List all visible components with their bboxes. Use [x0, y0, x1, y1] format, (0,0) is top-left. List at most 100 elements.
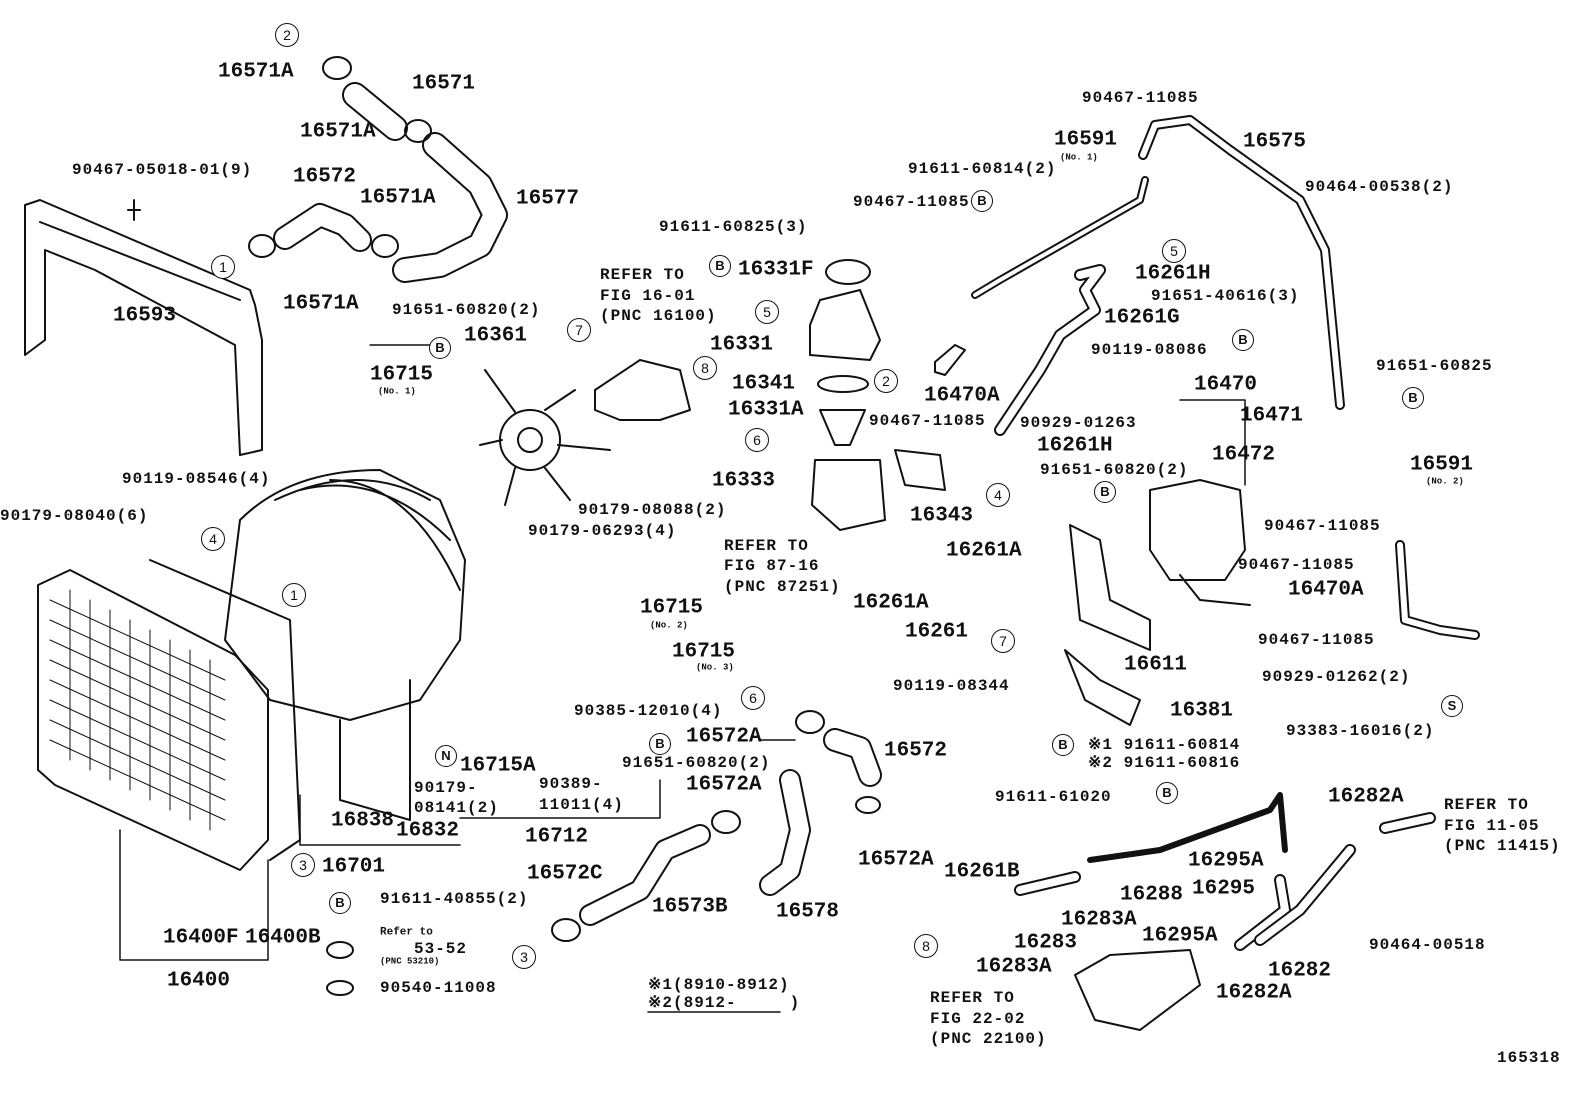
reference-label: REFER TO	[724, 537, 809, 555]
reference-label: 90467-11085	[1258, 631, 1375, 649]
part-number-label: 16381	[1170, 699, 1234, 723]
part-number-label: 16295A	[1142, 924, 1218, 948]
reference-label: 91651-60820(2)	[622, 754, 771, 772]
clamp	[404, 119, 432, 143]
reference-label: 90179-08040(6)	[0, 507, 149, 525]
part-number-label: 16832	[396, 819, 460, 843]
reference-label: 90467-11085	[1238, 556, 1355, 574]
reference-label: 90464-00538(2)	[1305, 178, 1454, 196]
callout-number: 6	[741, 686, 765, 710]
reference-label: 91611-40855(2)	[380, 890, 529, 908]
part-number-label: 16400	[167, 969, 231, 993]
fastener-type-marker: B	[1232, 329, 1254, 351]
part-number-label: 16470A	[1288, 578, 1364, 602]
reference-label: ※1(8910-8912)	[648, 976, 790, 994]
callout-number: 8	[693, 356, 717, 380]
fastener-type-marker: B	[649, 733, 671, 755]
reference-label: (PNC 16100)	[600, 307, 717, 325]
fastener-type-marker: B	[1402, 387, 1424, 409]
part-number-label: 16261	[905, 620, 969, 644]
part-number-label: 16715	[640, 596, 704, 620]
reference-label: (PNC 53210)	[380, 956, 440, 967]
part-number-label: 16283A	[1061, 908, 1137, 932]
part-number-label: 16572A	[858, 848, 934, 872]
heater-valve	[1074, 949, 1201, 1031]
reference-label: (PNC 87251)	[724, 578, 841, 596]
reference-label: 90467-11085	[869, 412, 986, 430]
part-number-label: 16261A	[946, 539, 1022, 563]
gasket-16341	[817, 375, 869, 393]
part-number-label: 16400B	[245, 926, 321, 950]
callout-number: 7	[567, 318, 591, 342]
radiator-core	[49, 589, 226, 831]
part-number-label: 16331F	[738, 258, 814, 282]
reference-label: (No. 3)	[696, 662, 734, 673]
reference-label: FIG 11-05	[1444, 817, 1540, 835]
reference-label: 08141(2)	[414, 799, 499, 817]
clamp	[795, 710, 825, 734]
reference-label: 165318	[1497, 1049, 1561, 1067]
part-number-label: 16261A	[853, 591, 929, 615]
part-number-label: 16288	[1120, 883, 1184, 907]
clamp	[551, 918, 581, 942]
callout-number: 5	[755, 300, 779, 324]
part-number-label: 16578	[776, 900, 840, 924]
reference-label: 53-52	[414, 940, 468, 958]
reference-label: 90929-01262(2)	[1262, 668, 1411, 686]
part-number-label: 16571A	[360, 186, 436, 210]
radiator-support	[24, 199, 263, 456]
fan-16361	[479, 369, 611, 506]
fan-shroud	[224, 469, 466, 721]
reference-label: 90119-08086	[1091, 341, 1208, 359]
clamp	[711, 810, 741, 834]
part-number-label: 16283	[1014, 931, 1078, 955]
reference-label: 91611-60825(3)	[659, 218, 808, 236]
reference-label: ※2 91611-60816	[1088, 754, 1241, 772]
part-number-label: 16331	[710, 333, 774, 357]
callout-number: 5	[1162, 239, 1186, 263]
part-number-label: 16333	[712, 469, 776, 493]
reference-label: ※1 91611-60814	[1088, 736, 1241, 754]
reference-label: 90467-11085	[1082, 89, 1199, 107]
reference-label: 90467-11085	[1264, 517, 1381, 535]
part-number-label: 16261B	[944, 860, 1020, 884]
part-number-label: 16571A	[300, 120, 376, 144]
bracket-16381	[1064, 649, 1141, 726]
reference-label: (PNC 22100)	[930, 1030, 1047, 1048]
reference-label: (No. 2)	[1426, 476, 1464, 487]
leader-lines	[119, 344, 1246, 961]
part-number-label: 16591	[1054, 128, 1118, 152]
part-number-label: 16471	[1240, 404, 1304, 428]
gasket-90540	[326, 980, 354, 996]
part-number-label: 16571	[412, 72, 476, 96]
reference-label: FIG 87-16	[724, 557, 820, 575]
part-number-label: 16571A	[283, 292, 359, 316]
part-number-label: 16341	[732, 372, 796, 396]
callout-number: 1	[282, 583, 306, 607]
reference-label: (No. 1)	[1060, 152, 1098, 163]
reference-label: 90179-	[414, 779, 478, 797]
fastener-type-marker: B	[971, 190, 993, 212]
part-number-label: 16282	[1268, 959, 1332, 983]
part-number-label: 16701	[322, 855, 386, 879]
clamp	[855, 796, 881, 814]
part-number-label: 16283A	[976, 955, 1052, 979]
reference-label: ※2(8912- )	[648, 994, 801, 1012]
reference-label: FIG 16-01	[600, 287, 696, 305]
fastener-type-marker: S	[1441, 695, 1463, 717]
reference-label: (No. 1)	[378, 386, 416, 397]
part-number-label: 16577	[516, 187, 580, 211]
water-pump	[594, 359, 691, 421]
part-number-label: 16715	[672, 640, 736, 664]
fastener-type-marker: B	[1156, 782, 1178, 804]
clamp	[248, 234, 276, 258]
callout-number: 7	[991, 629, 1015, 653]
reference-label: FIG 22-02	[930, 1010, 1026, 1028]
part-number-label: 16715	[370, 363, 434, 387]
fastener-type-marker: B	[329, 892, 351, 914]
reference-label: 11011(4)	[539, 796, 624, 814]
part-number-label: 16282A	[1328, 785, 1404, 809]
part-number-label: 16572	[293, 165, 357, 189]
